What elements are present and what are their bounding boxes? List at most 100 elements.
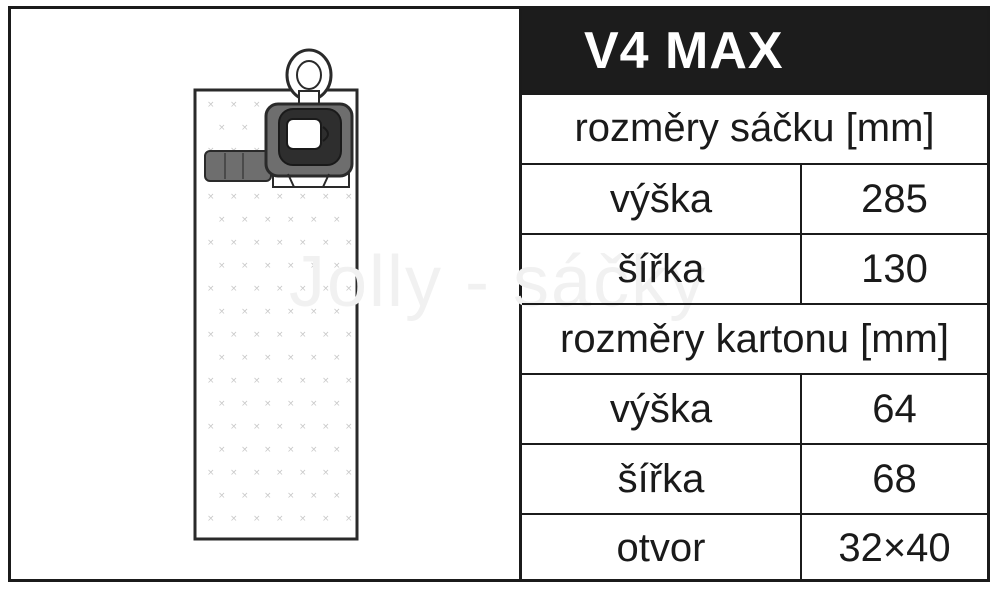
svg-text:×: ×	[230, 468, 238, 478]
svg-text:×: ×	[287, 353, 295, 363]
svg-text:×: ×	[218, 123, 226, 133]
svg-text:×: ×	[230, 422, 238, 432]
svg-text:×: ×	[345, 376, 353, 386]
panel-divider	[519, 9, 522, 579]
svg-text:×: ×	[207, 330, 215, 340]
svg-text:×: ×	[310, 445, 318, 455]
svg-text:×: ×	[241, 123, 249, 133]
svg-text:×: ×	[253, 514, 261, 524]
bag-dot-pattern: × × × × × × × × × × × × × × × × × × × × × × × × × × × × × × × × × × × × × × × ×…	[207, 100, 353, 524]
row-value: 68	[872, 457, 917, 501]
svg-text:×: ×	[218, 307, 226, 317]
row-value: 32×40	[838, 526, 951, 570]
row-value: 64	[872, 387, 917, 431]
svg-text:×: ×	[276, 468, 284, 478]
svg-text:×: ×	[333, 215, 341, 225]
svg-text:×: ×	[218, 399, 226, 409]
svg-text:×: ×	[264, 353, 272, 363]
svg-text:×: ×	[345, 192, 353, 202]
svg-text:×: ×	[264, 215, 272, 225]
svg-text:×: ×	[310, 261, 318, 271]
svg-text:×: ×	[345, 514, 353, 524]
svg-text:×: ×	[299, 376, 307, 386]
svg-text:×: ×	[218, 261, 226, 271]
svg-text:×: ×	[345, 284, 353, 294]
product-title: V4 MAX	[584, 22, 784, 80]
svg-text:×: ×	[333, 399, 341, 409]
dust-bag-illustration: × × × × × × × × × × × × × × × × × × × × × × × × × × × × × × × × × × × × × × × ×…	[193, 48, 359, 541]
watermark-text: Jolly - sáčky	[289, 242, 708, 322]
section-header-carton: rozměry kartonu [mm]	[522, 303, 987, 373]
svg-text:×: ×	[207, 422, 215, 432]
svg-text:×: ×	[322, 422, 330, 432]
svg-text:×: ×	[322, 514, 330, 524]
title-bar: V4 MAX	[522, 9, 987, 93]
svg-text:×: ×	[345, 238, 353, 248]
svg-text:×: ×	[345, 468, 353, 478]
row-label: šířka	[617, 247, 705, 291]
svg-text:×: ×	[299, 238, 307, 248]
svg-text:×: ×	[333, 491, 341, 501]
bag-illustration-panel: × × × × × × × × × × × × × × × × × × × × × × × × × × × × × × × × × × × × × × × ×…	[11, 9, 519, 579]
svg-text:×: ×	[241, 261, 249, 271]
svg-text:×: ×	[218, 215, 226, 225]
svg-text:×: ×	[287, 261, 295, 271]
collar-opening	[286, 118, 322, 150]
svg-text:×: ×	[287, 215, 295, 225]
svg-text:×: ×	[253, 284, 261, 294]
table-row: šířka 68	[522, 443, 987, 513]
svg-text:×: ×	[276, 330, 284, 340]
row-label: otvor	[616, 526, 706, 570]
row-value: 130	[861, 247, 928, 291]
svg-text:×: ×	[253, 238, 261, 248]
svg-text:×: ×	[299, 284, 307, 294]
table-row: šířka 130	[522, 233, 987, 303]
svg-text:×: ×	[230, 192, 238, 202]
svg-text:×: ×	[276, 238, 284, 248]
row-label: výška	[609, 387, 713, 431]
svg-text:×: ×	[241, 491, 249, 501]
svg-text:×: ×	[253, 422, 261, 432]
svg-text:×: ×	[218, 445, 226, 455]
svg-text:×: ×	[264, 307, 272, 317]
svg-text:×: ×	[230, 376, 238, 386]
svg-text:×: ×	[322, 238, 330, 248]
svg-text:×: ×	[230, 330, 238, 340]
table-row: otvor 32×40	[522, 513, 987, 579]
svg-text:×: ×	[241, 399, 249, 409]
svg-text:×: ×	[322, 284, 330, 294]
svg-text:×: ×	[345, 422, 353, 432]
svg-text:×: ×	[241, 353, 249, 363]
svg-text:×: ×	[287, 307, 295, 317]
svg-text:×: ×	[299, 422, 307, 432]
svg-text:×: ×	[299, 192, 307, 202]
svg-text:×: ×	[287, 445, 295, 455]
svg-text:×: ×	[207, 468, 215, 478]
section-header-bag: rozměry sáčku [mm]	[522, 93, 987, 163]
table-row: výška 285	[522, 163, 987, 233]
svg-text:×: ×	[253, 468, 261, 478]
section-header-label: rozměry sáčku [mm]	[574, 106, 935, 150]
svg-text:×: ×	[241, 215, 249, 225]
svg-text:×: ×	[310, 491, 318, 501]
svg-text:×: ×	[333, 353, 341, 363]
svg-text:×: ×	[241, 445, 249, 455]
svg-text:×: ×	[230, 514, 238, 524]
svg-text:×: ×	[322, 330, 330, 340]
specs-table: V4 MAX rozměry sáčku [mm] výška 285 šířk…	[522, 9, 987, 579]
svg-text:×: ×	[299, 468, 307, 478]
svg-text:×: ×	[310, 215, 318, 225]
svg-text:×: ×	[276, 284, 284, 294]
svg-text:×: ×	[241, 307, 249, 317]
svg-text:×: ×	[299, 330, 307, 340]
section-header-label: rozměry kartonu [mm]	[560, 317, 949, 361]
svg-text:×: ×	[230, 100, 238, 110]
svg-text:×: ×	[253, 376, 261, 386]
svg-text:×: ×	[218, 491, 226, 501]
svg-text:×: ×	[333, 307, 341, 317]
svg-text:×: ×	[207, 284, 215, 294]
row-label: výška	[609, 177, 713, 221]
table-row: výška 64	[522, 373, 987, 443]
svg-text:×: ×	[207, 192, 215, 202]
svg-text:×: ×	[287, 491, 295, 501]
